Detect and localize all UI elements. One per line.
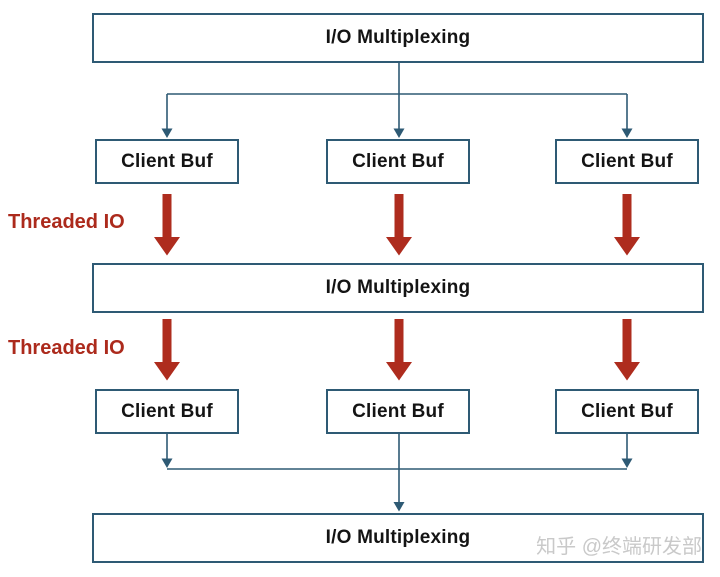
red-down-arrow-icon	[386, 194, 412, 256]
threaded-io-label-2: Threaded IO	[8, 337, 125, 359]
box-client-buf-r2c1: Client Buf	[95, 389, 239, 434]
box-io-multiplexing-middle-label: I/O Multiplexing	[325, 277, 471, 298]
box-io-multiplexing-top-label: I/O Multiplexing	[325, 27, 471, 48]
threaded-io-label-1: Threaded IO	[8, 211, 125, 233]
threaded-io-arrows-set2	[154, 319, 640, 381]
box-client-buf-r1c1-label: Client Buf	[121, 150, 213, 172]
zhihu-watermark: 知乎 @终端研发部	[536, 536, 702, 558]
box-io-multiplexing-middle: I/O Multiplexing	[92, 263, 704, 313]
down-arrowhead-icon	[393, 502, 405, 512]
connector-top-split	[166, 63, 628, 130]
box-io-multiplexing-bottom-label: I/O Multiplexing	[325, 527, 471, 548]
down-arrowhead-icon	[161, 128, 173, 138]
connector-bottom-arrowheads	[161, 458, 633, 512]
red-down-arrow-icon	[386, 319, 412, 381]
box-client-buf-r2c2: Client Buf	[326, 389, 470, 434]
box-client-buf-r2c3: Client Buf	[555, 389, 699, 434]
box-client-buf-r2c2-label: Client Buf	[352, 400, 444, 422]
box-client-buf-r1c3-label: Client Buf	[581, 150, 673, 172]
box-client-buf-r2c1-label: Client Buf	[121, 400, 213, 422]
connector-top-arrowheads	[161, 128, 633, 138]
box-io-multiplexing-bottom: I/O Multiplexing	[92, 513, 704, 563]
red-down-arrow-icon	[154, 319, 180, 381]
red-down-arrow-icon	[154, 194, 180, 256]
red-down-arrow-icon	[614, 319, 640, 381]
connector-bottom-converge	[166, 434, 628, 503]
threaded-io-arrows-set1	[154, 194, 640, 256]
box-client-buf-r1c1: Client Buf	[95, 139, 239, 184]
down-arrowhead-icon	[621, 458, 633, 468]
red-down-arrow-icon	[614, 194, 640, 256]
down-arrowhead-icon	[393, 128, 405, 138]
box-io-multiplexing-top: I/O Multiplexing	[92, 13, 704, 63]
box-client-buf-r2c3-label: Client Buf	[581, 400, 673, 422]
box-client-buf-r1c2-label: Client Buf	[352, 150, 444, 172]
box-client-buf-r1c2: Client Buf	[326, 139, 470, 184]
down-arrowhead-icon	[621, 128, 633, 138]
down-arrowhead-icon	[161, 458, 173, 468]
box-client-buf-r1c3: Client Buf	[555, 139, 699, 184]
